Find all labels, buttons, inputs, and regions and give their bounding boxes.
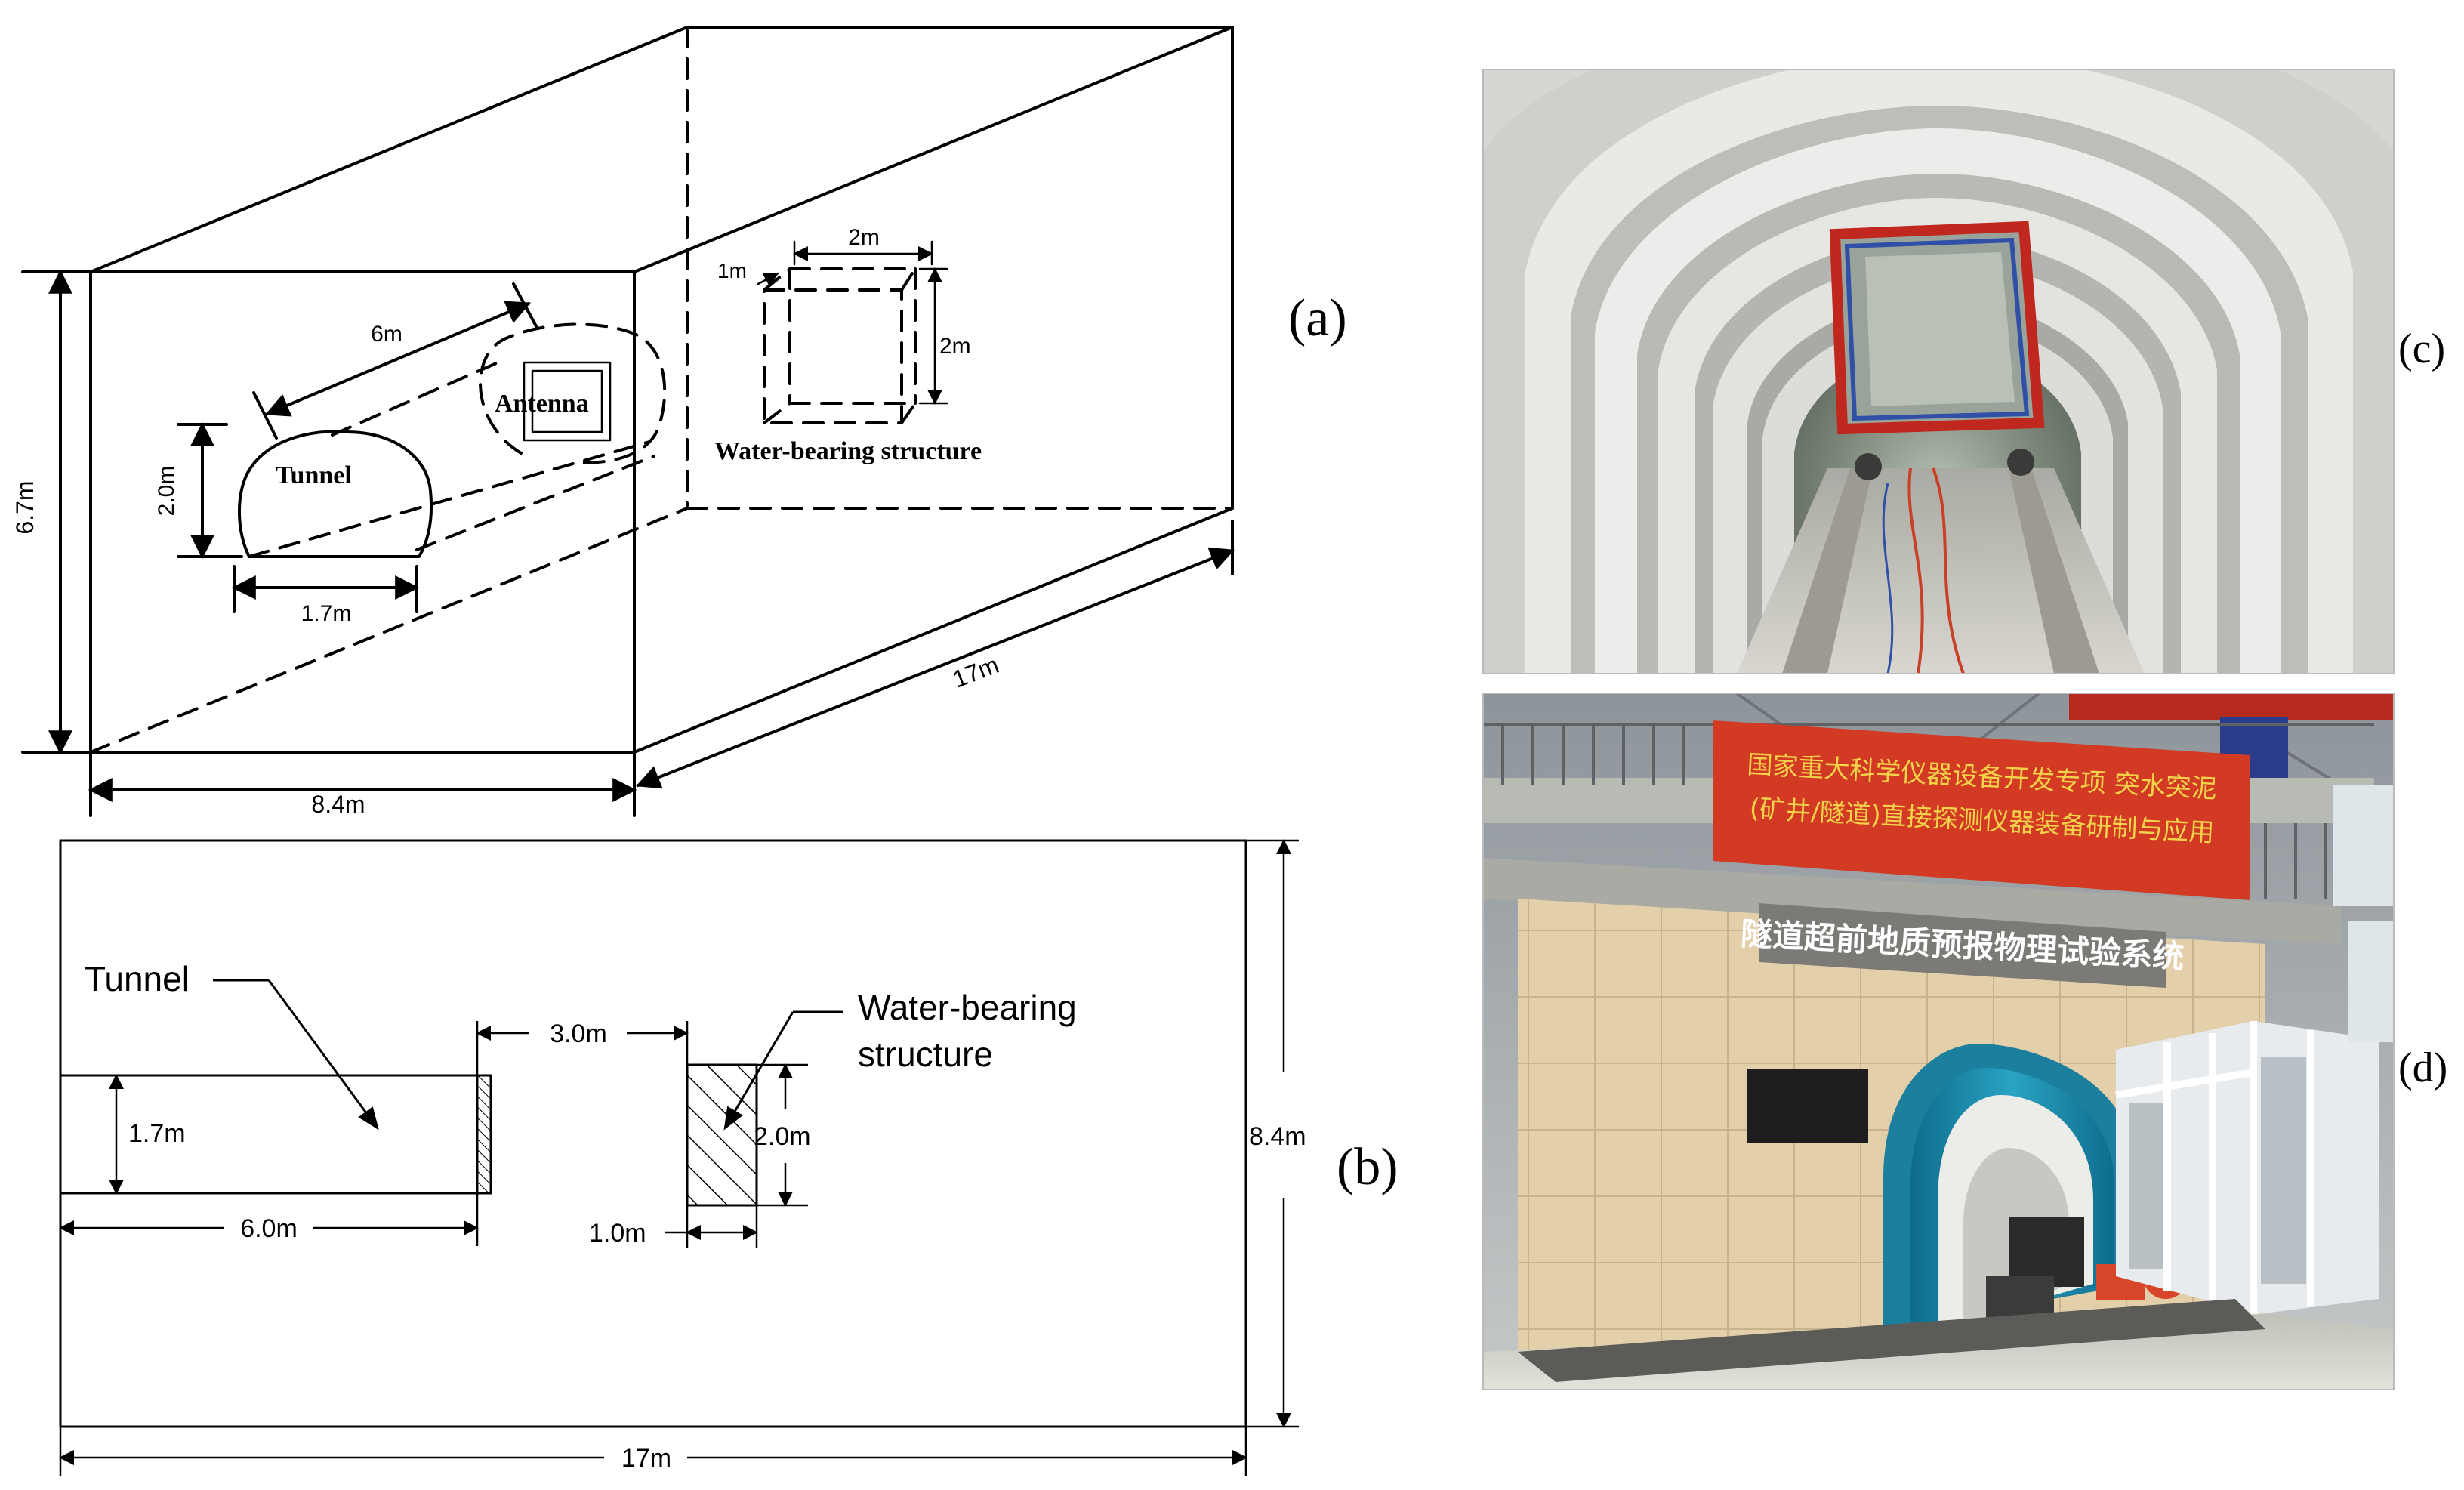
tunnel-leader — [213, 979, 379, 1131]
red-banner: 国家重大科学仪器设备开发专项 突水突泥 (矿井/隧道)直接探测仪器装备研制与应用 — [1713, 720, 2250, 900]
panel-d-test-system-photo: 国家重大科学仪器设备开发专项 突水突泥 (矿井/隧道)直接探测仪器装备研制与应用… — [1482, 693, 2447, 1390]
water-height-dimension — [918, 267, 948, 405]
panel-a-3d-model: Antenna Tunnel 6.7m 8.4m 17m 2.0m — [11, 26, 1347, 818]
tunnel-width-dimension — [231, 565, 420, 613]
gap-label: 3.0m — [550, 1020, 607, 1048]
water-structure-label: Water-bearing structure — [714, 437, 982, 465]
antenna-frame-photo — [1829, 221, 2045, 435]
panel-d-label: (d) — [2398, 1044, 2447, 1091]
panel-b-plan-view: Tunnel Water-bearing structure 3.0m 1.7m… — [59, 839, 1399, 1476]
water-width-dimension — [793, 240, 933, 266]
distance-dimension — [252, 282, 538, 440]
width-dimension — [88, 751, 637, 817]
plan-water-structure — [686, 1063, 758, 1207]
wall-ledge — [1483, 858, 2341, 944]
plan-tunnel-label: Tunnel — [85, 959, 190, 998]
panel-c-tunnel-interior-photo: (c) — [1482, 69, 2445, 674]
water-depth-label: 1m — [717, 259, 747, 282]
water-height-label: 2m — [939, 334, 971, 359]
plan-water-label-line2: structure — [858, 1035, 993, 1074]
length-dimension — [636, 520, 1235, 789]
plan-length-label: 17m — [621, 1444, 671, 1473]
plan-water-height-dimension — [757, 1063, 808, 1207]
water-depth-dimension — [757, 272, 779, 287]
tunnel-floor-photo — [1737, 449, 2145, 674]
plan-water-width-dimension — [665, 1205, 758, 1248]
plan-width-dimension — [1246, 839, 1299, 1428]
width-label: 8.4m — [311, 791, 365, 818]
plan-water-label-line1: Water-bearing — [858, 988, 1077, 1027]
glass-booth — [2115, 1021, 2379, 1314]
plan-outline — [59, 839, 1247, 1428]
crane-beam — [2069, 693, 2394, 720]
plan-tunnel — [60, 1074, 492, 1195]
length-label: 17m — [949, 651, 1003, 693]
panel-b-label: (b) — [1337, 1138, 1399, 1196]
plan-width-label: 8.4m — [1249, 1122, 1306, 1151]
distance-label: 6m — [371, 322, 402, 347]
hidden-edges — [89, 26, 1234, 754]
plan-water-height-label: 2.0m — [754, 1122, 811, 1151]
tunnel-face — [237, 430, 433, 558]
platform-base — [1518, 1299, 2265, 1382]
plan-tunnel-length-dimension — [59, 1193, 479, 1246]
tunnel-end-ellipse — [479, 322, 667, 464]
gap-dimension — [476, 1021, 689, 1075]
tunnel-hidden-lines — [248, 359, 655, 558]
tunnel-height-label: 2.0m — [154, 466, 179, 517]
antenna-label: Antenna — [495, 390, 589, 418]
tunnel-width-label: 1.7m — [301, 601, 352, 626]
water-structure-box — [763, 267, 917, 424]
wall-monitor — [1747, 1069, 1868, 1143]
model-box-outline — [89, 26, 1234, 754]
plan-tunnel-height-label: 1.7m — [128, 1119, 186, 1148]
tunnel-face-hatch — [476, 1074, 492, 1195]
height-label: 6.7m — [11, 480, 39, 534]
plan-tunnel-length-label: 6.0m — [240, 1214, 298, 1243]
height-dimension — [21, 269, 92, 755]
plan-length-dimension — [59, 1427, 1247, 1476]
tunnel-label: Tunnel — [276, 461, 352, 489]
water-width-label: 2m — [848, 225, 880, 250]
panel-a-label: (a) — [1288, 289, 1347, 347]
hall-windows — [2333, 785, 2394, 1042]
tunnel-height-dimension — [177, 421, 243, 560]
panel-c-label: (c) — [2398, 325, 2445, 372]
water-leader — [723, 1010, 843, 1131]
plan-water-width-label: 1.0m — [589, 1219, 646, 1248]
